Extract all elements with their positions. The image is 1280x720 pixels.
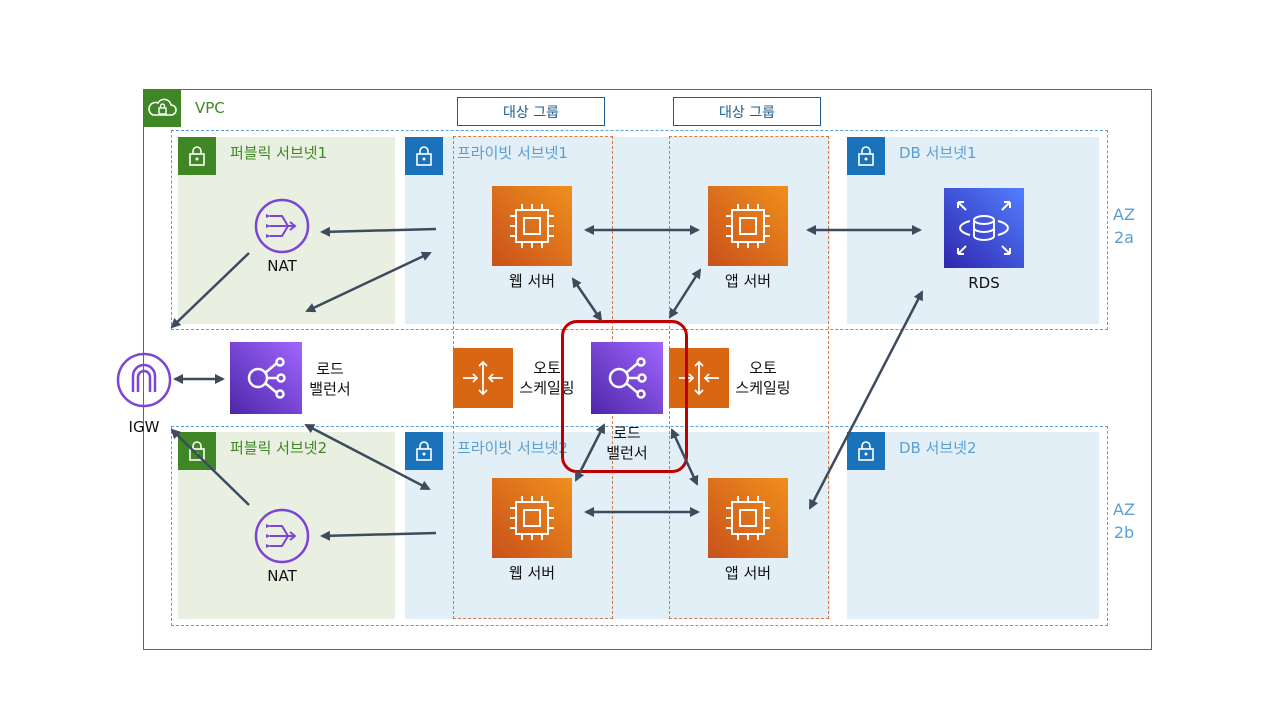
target-group-label-app: 대상 그룹: [673, 97, 821, 126]
availability-zone-b: [171, 426, 1108, 626]
internal-lb-label: 로드 밸런서: [606, 424, 648, 462]
internal-lb-highlight: [561, 320, 688, 473]
lock-icon: [178, 432, 216, 470]
arrow-web1-internal-lb: [571, 277, 603, 322]
subnet-label-private1: 프라이빗 서브넷1: [457, 144, 568, 162]
arrow-internal-lb-web2: [574, 423, 606, 482]
az-b-label: AZ 2b: [1113, 500, 1135, 542]
arrow-web1-nat1: [320, 226, 437, 237]
target-group-label-web: 대상 그룹: [457, 97, 605, 126]
subnet-label-private2: 프라이빗 서브넷2: [457, 439, 568, 457]
internet-gateway-icon: [116, 352, 172, 408]
nat1-label: NAT: [267, 257, 297, 275]
vpc-container: [143, 89, 1152, 650]
arrow-internal-lb-app2: [670, 428, 699, 486]
arrow-nat1-igw: [170, 252, 250, 329]
app1-label: 앱 서버: [724, 272, 772, 290]
auto-scaling-icon: [453, 348, 513, 408]
web2-label: 웹 서버: [508, 564, 556, 582]
ec2-instance-icon: [708, 478, 788, 558]
arrow-public-lb-web2: [304, 423, 431, 491]
rds-database-icon: [944, 188, 1024, 268]
nat2-label: NAT: [267, 567, 297, 585]
subnet-label-db1: DB 서브넷1: [899, 144, 977, 162]
lock-icon: [405, 137, 443, 175]
arrow-internal-lb-app1: [668, 268, 702, 319]
lock-icon: [847, 137, 885, 175]
ec2-instance-icon: [492, 478, 572, 558]
nat-gateway-icon: [254, 508, 310, 564]
web1-label: 웹 서버: [508, 272, 556, 290]
lock-icon: [178, 137, 216, 175]
app2-label: 앱 서버: [724, 564, 772, 582]
arrow-nat2-igw: [170, 428, 250, 506]
elastic-load-balancer-icon: [230, 342, 302, 414]
availability-zone-a: [171, 130, 1108, 330]
asg-web-label: 오토 스케일링: [519, 359, 575, 397]
subnet-label-public2: 퍼블릭 서브넷2: [230, 439, 328, 457]
ec2-instance-icon: [492, 186, 572, 266]
subnet-label-public1: 퍼블릭 서브넷1: [230, 144, 328, 162]
rds-label: RDS: [968, 274, 1000, 292]
elastic-load-balancer-icon: [591, 342, 663, 414]
cloud-lock-icon: [143, 89, 181, 127]
vpc-label: VPC: [195, 99, 225, 117]
arrow-app2-rds: [808, 290, 924, 510]
nat-gateway-icon: [254, 198, 310, 254]
arrow-web2-nat2: [320, 530, 437, 541]
igw-label: IGW: [128, 418, 160, 436]
public-lb-label: 로드 밸런서: [309, 360, 351, 398]
arrow-web1-public-lb: [305, 251, 432, 313]
asg-app-label: 오토 스케일링: [735, 359, 791, 397]
az-a-label: AZ 2a: [1113, 205, 1135, 247]
ec2-instance-icon: [708, 186, 788, 266]
auto-scaling-icon: [669, 348, 729, 408]
